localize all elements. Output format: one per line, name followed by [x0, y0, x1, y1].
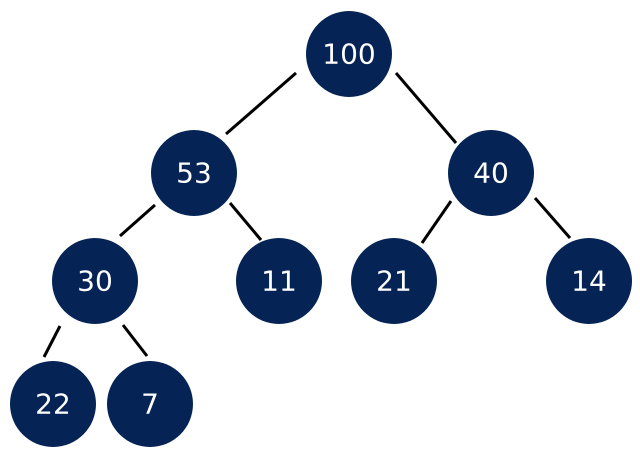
tree-node-22: 22	[10, 361, 96, 447]
edge-30-22	[42, 325, 62, 358]
node-label-7: 7	[141, 388, 159, 421]
tree-node-21: 21	[351, 238, 437, 324]
node-label-100: 100	[322, 38, 375, 71]
tree-node-40: 40	[448, 130, 534, 216]
edge-30-7	[121, 324, 149, 357]
edge-40-14	[533, 197, 572, 239]
edge-53-30	[119, 203, 156, 238]
node-label-21: 21	[376, 265, 412, 298]
edge-53-11	[228, 202, 263, 241]
tree-node-100: 100	[306, 11, 392, 97]
tree-node-7: 7	[107, 361, 193, 447]
node-label-14: 14	[571, 265, 607, 298]
edge-100-40	[394, 72, 458, 144]
node-label-11: 11	[261, 265, 297, 298]
node-label-22: 22	[35, 388, 71, 421]
edge-100-53	[225, 71, 297, 136]
tree-node-11: 11	[236, 238, 322, 324]
tree-node-14: 14	[546, 238, 632, 324]
tree-node-53: 53	[151, 130, 237, 216]
tree-node-30: 30	[52, 238, 138, 324]
node-label-40: 40	[473, 157, 509, 190]
node-label-53: 53	[176, 157, 212, 190]
node-label-30: 30	[77, 265, 113, 298]
edge-40-21	[420, 200, 453, 244]
